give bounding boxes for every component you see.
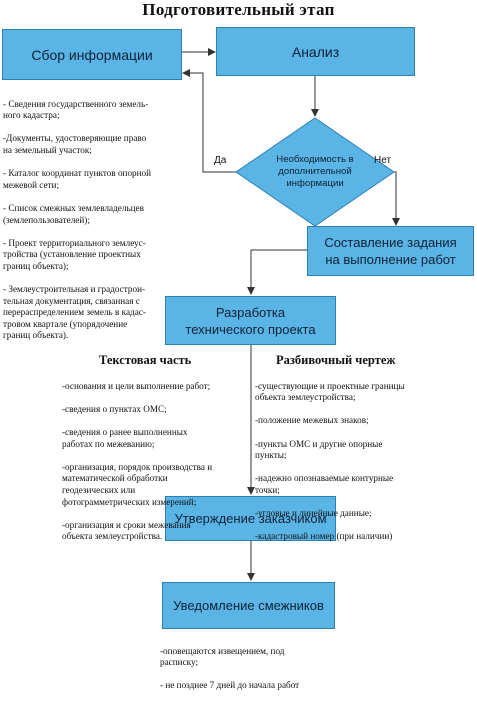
layout-plan-item: -существующие и проектные границы объект… [255,380,405,403]
collect-note-item: - Сведения государственного земель- ного… [3,98,149,121]
text-part-item: -организация и сроки межевания объекта з… [62,519,191,542]
layout-plan-item: -пункты ОМС и другие опорные пункты; [255,438,383,461]
text-part-item: -основания и цели выполнение работ; [62,380,211,391]
notify-note-item: -оповещаются извещением, под расписку; [160,645,285,668]
text-part-heading: Текстовая часть [99,353,192,367]
collect-info-label: Сбор информации [31,46,153,63]
analysis-box: Анализ [216,27,415,76]
text-part-item: -сведения о ранее выполненных работах по… [62,426,188,449]
collect-note-item: - Список смежных землевладельцев (землеп… [3,202,144,225]
task-line-1: Составление задания [324,235,457,250]
diagram-title: Подготовительный этап [142,0,335,19]
text-part-list: -основания и цели выполнение работ; -све… [62,369,246,555]
collect-note-item: - Проект территориального землеус- тройс… [3,237,146,271]
notify-label: Уведомление смежников [173,598,324,613]
collect-notes: - Сведения государственного земель- ного… [3,87,199,354]
text-part-item: -сведения о пунктах ОМС; [62,403,167,414]
branch-yes-label: Да [214,155,227,166]
layout-plan-list: -существующие и проектные границы объект… [255,369,451,555]
task-box: Составление задания на выполнение работ [307,226,474,276]
flowchart: Подготовительный этап Сбор информации [2,0,474,690]
collect-note-item: -Документы, удостоверяющие право на земе… [3,133,147,155]
task-line-2: на выполнение работ [325,252,456,267]
arrow-task-to-project [247,249,307,295]
collect-note-item: - Каталог координат пунктов опорной меже… [3,168,152,190]
notify-box: Уведомление смежников [162,582,335,629]
layout-plan-item: -кадастровый номер (при наличии) [255,531,393,542]
text-part-item: -организация, порядок производства и мат… [62,461,213,507]
project-line-1: Разработка [215,304,286,320]
approval-box: Утверждение заказчиком [165,496,336,541]
collect-note-item: - Землеустроительная и градострои- тельн… [3,284,146,341]
layout-plan-item: -положение межевых знаков; [255,415,369,426]
project-box: Разработка технического проекта [165,296,336,345]
connectors [182,48,400,581]
layout-plan-heading: Разбивочный чертеж [276,353,396,367]
layout-plan-item: -надежно опознаваемые контурные точки; [255,473,394,495]
arrow-no-to-task [392,171,400,226]
notify-note-item: - не позднее 7 дней до начала работ [160,680,300,691]
arrow-yes-to-collect [182,69,236,173]
collect-info-box: Сбор информации [2,29,182,80]
decision-line-1: Необходимость в [276,154,354,165]
analysis-label: Анализ [291,43,340,60]
project-line-2: технического проекта [185,321,316,337]
approval-label: Утверждение заказчиком [174,511,327,526]
layout-plan-item: -угловые и линейные данные; [255,508,372,519]
decision-line-3: информации [286,178,344,189]
decision-line-2: дополнительной [278,166,352,177]
decision-text: Необходимость в дополнительной информаци… [252,146,378,198]
branch-no-label: Нет [374,155,392,166]
notify-notes: -оповещаются извещением, под расписку; -… [160,634,360,704]
